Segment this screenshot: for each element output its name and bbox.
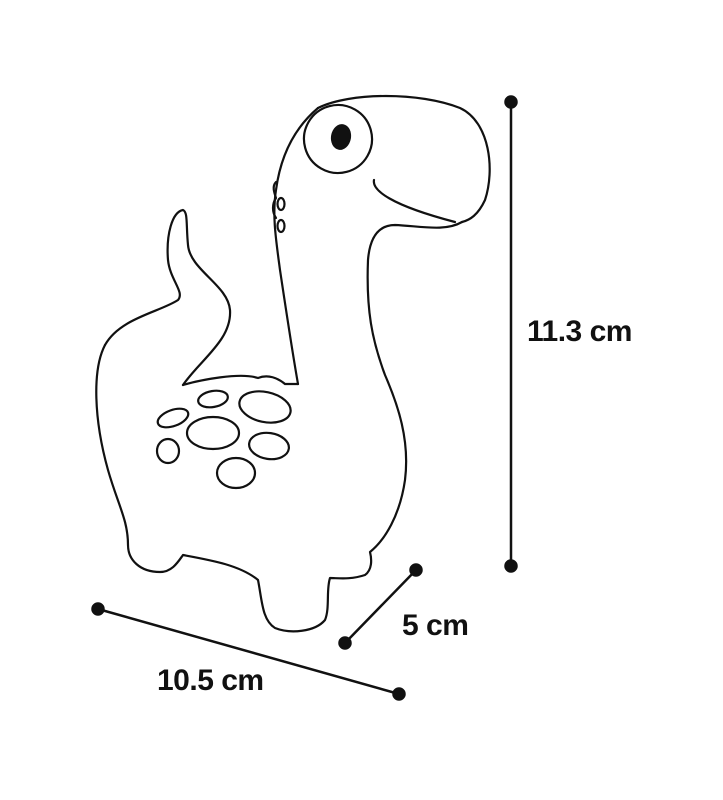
dino-body bbox=[95, 220, 464, 633]
dino-spot bbox=[215, 456, 257, 490]
dino-head bbox=[316, 94, 491, 224]
dino-spot bbox=[156, 407, 190, 429]
dino-smile bbox=[372, 178, 457, 224]
depth-dimension-line bbox=[344, 569, 417, 644]
depth-label: 5 cm bbox=[402, 609, 469, 642]
height-label: 11.3 cm bbox=[527, 315, 632, 348]
dino-spot bbox=[238, 390, 292, 424]
dino-neck bbox=[273, 106, 320, 386]
dino-eye bbox=[302, 103, 374, 175]
dino-spot bbox=[155, 437, 181, 465]
dino-spot bbox=[248, 431, 290, 461]
dino-tail bbox=[103, 208, 232, 387]
dino-pupil bbox=[330, 124, 352, 150]
width-dimension-line bbox=[97, 607, 400, 696]
dino-spot bbox=[185, 415, 241, 451]
dino-back-ridge bbox=[181, 374, 300, 387]
width-label: 10.5 cm bbox=[157, 664, 264, 697]
dino-spot bbox=[197, 389, 229, 409]
